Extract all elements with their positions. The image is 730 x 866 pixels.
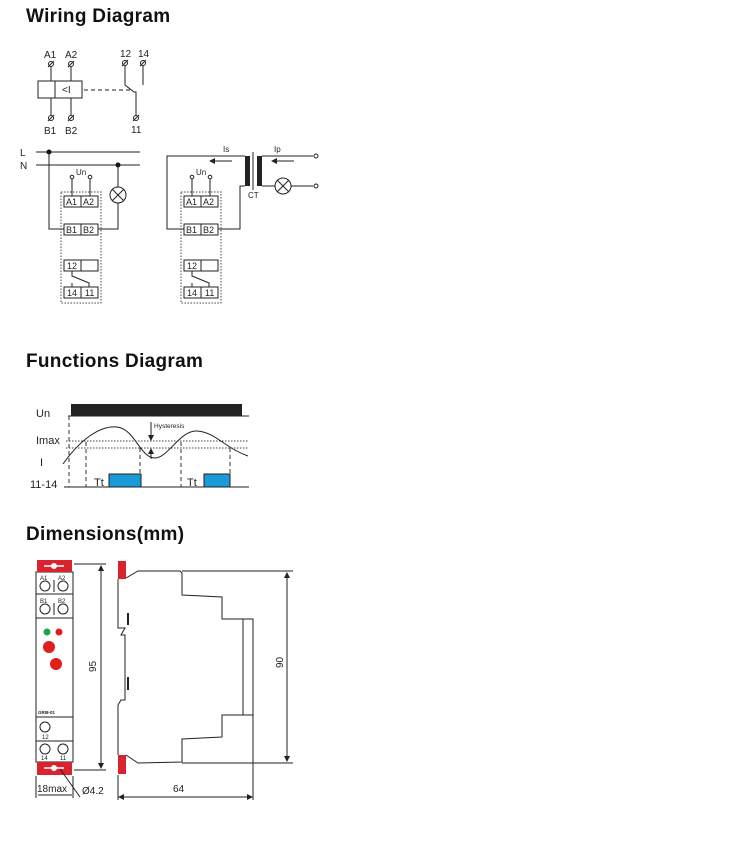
- svg-text:11: 11: [85, 288, 94, 298]
- label-12: 12: [120, 49, 132, 60]
- label-is: Is: [223, 145, 229, 154]
- svg-text:A2: A2: [58, 576, 66, 582]
- relay-led-icon: [55, 628, 63, 636]
- label-imax: Imax: [36, 435, 60, 447]
- lamp-icon: [274, 177, 292, 195]
- label-a1: A1: [44, 50, 57, 61]
- svg-text:A1: A1: [40, 576, 48, 582]
- relay-coil-box: [37, 80, 83, 99]
- device-label: GRI8-01: [38, 710, 56, 715]
- side-view: 90 64: [117, 561, 293, 800]
- current-knob-icon: [43, 641, 55, 653]
- svg-text:A1: A1: [66, 197, 77, 207]
- functions-diagram: Un Imax I 11-14 Hysteresis Tt Tt: [30, 404, 249, 491]
- label-tt: Tt: [187, 477, 197, 489]
- label-i: I: [40, 457, 43, 469]
- svg-text:B2: B2: [58, 599, 66, 605]
- svg-text:B1: B1: [40, 599, 48, 605]
- dim-hole: Ø4.2: [82, 786, 104, 797]
- line-label-l: L: [20, 148, 26, 159]
- label-tt: Tt: [94, 477, 104, 489]
- wiring-direct: L N Un A1 A2 B1 B2 12 14 11: [20, 148, 140, 304]
- power-led-icon: [43, 628, 51, 636]
- svg-text:12: 12: [42, 735, 49, 741]
- svg-text:B2: B2: [203, 225, 214, 235]
- wiring-ct: Is Ip CT Un A1 A2 B1 B2 12 14 11: [166, 145, 319, 304]
- dim-64: 64: [173, 784, 185, 795]
- label-11-14: 11-14: [30, 479, 57, 491]
- svg-text:B1: B1: [186, 225, 197, 235]
- svg-text:A2: A2: [203, 197, 214, 207]
- label-b1: B1: [44, 126, 57, 137]
- svg-text:14: 14: [41, 756, 48, 762]
- label-un: Un: [36, 408, 50, 420]
- label-b2: B2: [65, 126, 78, 137]
- screw-terminal-icon: [39, 580, 69, 592]
- wiring-diagram-title: Wiring Diagram: [26, 6, 171, 27]
- module-outline: [60, 191, 102, 304]
- front-view: A1 A2 B1 B2 GRI8-01 12 14 11 95 18max Ø4.2: [35, 560, 106, 798]
- module-outline: [180, 191, 222, 304]
- svg-text:11: 11: [60, 756, 67, 762]
- terminal-icon: [48, 61, 54, 67]
- lamp-icon: [109, 186, 127, 204]
- label-ip: Ip: [274, 145, 281, 154]
- svg-text:B2: B2: [83, 225, 94, 235]
- svg-text:A1: A1: [186, 197, 197, 207]
- svg-text:11: 11: [205, 288, 214, 298]
- label-hysteresis: Hysteresis: [154, 423, 185, 430]
- delay-knob-icon: [50, 658, 62, 670]
- svg-text:12: 12: [67, 261, 77, 271]
- output-pulse: [108, 473, 142, 488]
- dimensions-title: Dimensions(mm): [26, 524, 185, 545]
- label-a2: A2: [65, 50, 78, 61]
- supply-bar: [71, 404, 242, 416]
- relay-label: <I: [62, 85, 71, 96]
- din-clip-bottom: [118, 755, 126, 774]
- svg-text:Un: Un: [76, 168, 86, 177]
- dim-18max: 18max: [37, 784, 67, 795]
- line-label-n: N: [20, 161, 27, 172]
- functions-diagram-title: Functions Diagram: [26, 351, 204, 372]
- contact-switch: [124, 66, 137, 115]
- dim-90: 90: [275, 656, 286, 668]
- dim-95: 95: [88, 660, 99, 672]
- screw-terminal-icon: [39, 603, 69, 615]
- din-clip-top: [118, 561, 126, 579]
- svg-text:14: 14: [67, 288, 77, 298]
- label-14: 14: [138, 49, 150, 60]
- terminal-icon: [68, 61, 74, 67]
- svg-text:A2: A2: [83, 197, 94, 207]
- label-11: 11: [131, 125, 142, 136]
- svg-text:14: 14: [187, 288, 197, 298]
- output-pulse: [203, 473, 231, 488]
- svg-text:Un: Un: [196, 168, 206, 177]
- svg-text:B1: B1: [66, 225, 77, 235]
- screw-terminal-icon: [39, 743, 69, 755]
- screw-terminal-icon: [39, 721, 51, 733]
- relay-symbol: A1 A2 <I B1 B2 12 14 11: [37, 49, 150, 137]
- current-curve: [62, 426, 249, 465]
- label-ct: CT: [248, 191, 259, 200]
- current-transformer-icon: [245, 152, 262, 190]
- svg-text:12: 12: [187, 261, 197, 271]
